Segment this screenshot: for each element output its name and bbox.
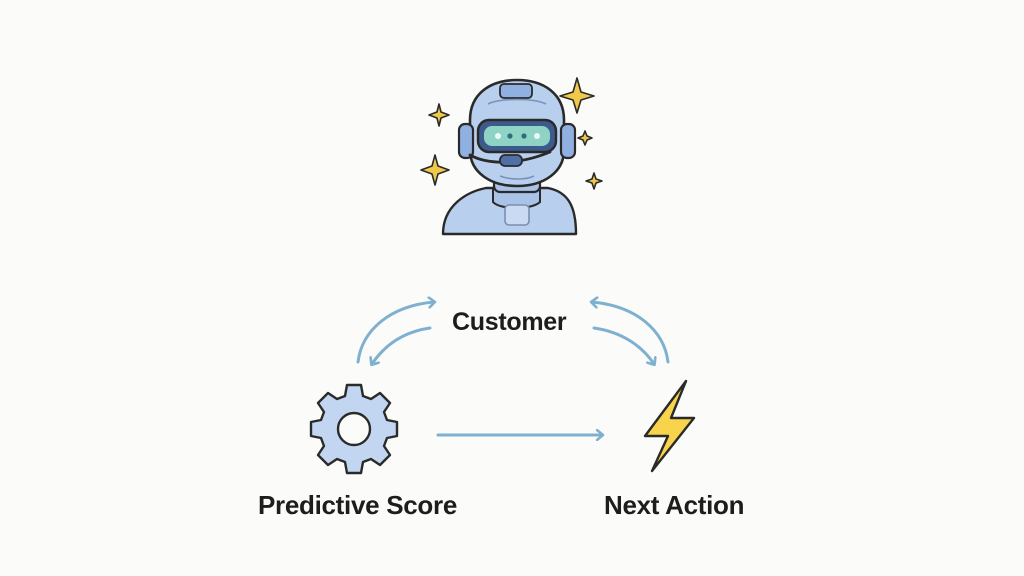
sparkle-icon xyxy=(577,130,593,146)
predictive-score-label: Predictive Score xyxy=(258,490,457,520)
lightning-bolt-icon xyxy=(643,379,696,473)
sparkle-icon xyxy=(585,172,603,190)
next-action-label: Next Action xyxy=(604,490,745,520)
arrow-customer-to-score xyxy=(372,326,432,364)
arrow-score-to-customer xyxy=(356,302,434,364)
sparkle-icon-group xyxy=(420,77,603,190)
arrow-customer-to-action xyxy=(592,326,654,364)
arrow-action-to-customer xyxy=(592,302,670,364)
sparkle-icon xyxy=(420,154,450,186)
sparkle-icon xyxy=(559,77,595,114)
robot-agent-icon xyxy=(441,78,578,236)
flow-arrows xyxy=(356,302,670,435)
sparkle-icon xyxy=(428,103,450,127)
gear-icon xyxy=(309,383,399,475)
customer-label: Customer xyxy=(452,308,567,336)
